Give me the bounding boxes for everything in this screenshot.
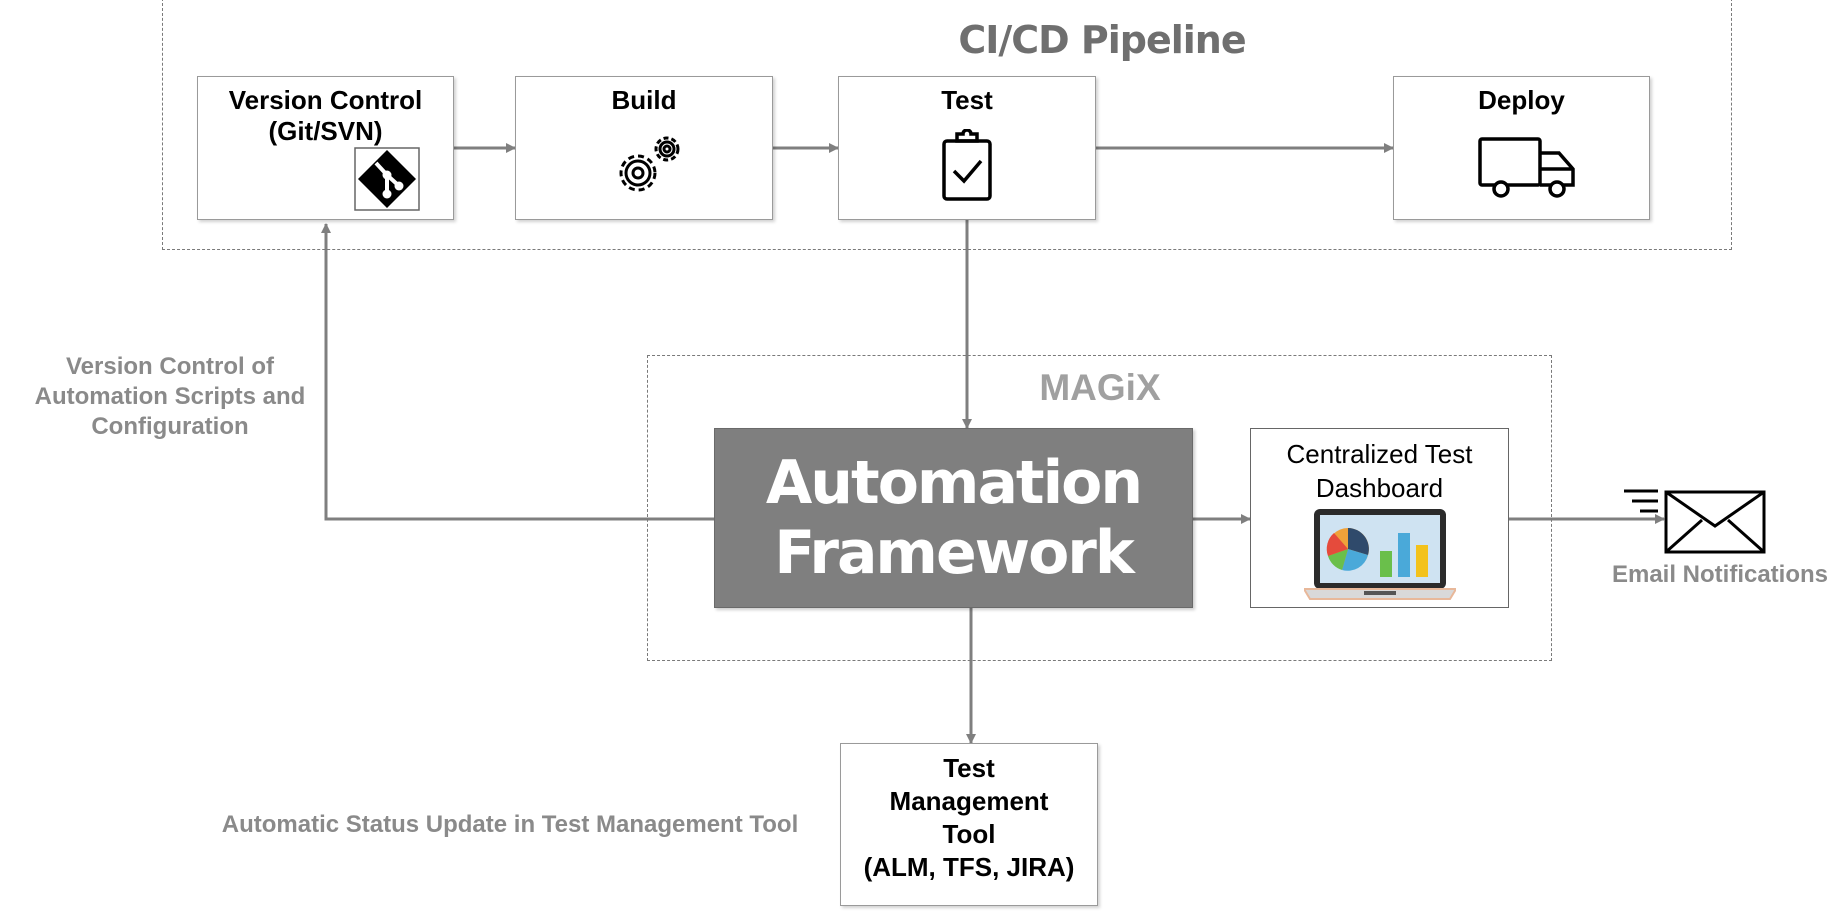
status-update-note: Automatic Status Update in Test Manageme… bbox=[221, 811, 799, 838]
laptop-chart-icon bbox=[1304, 509, 1456, 600]
clipboard-check-icon bbox=[942, 129, 992, 201]
arrow-framework-to-vc bbox=[321, 223, 714, 521]
cicd-pipeline-group bbox=[162, 0, 1732, 250]
version-control-note: Version Control of Automation Scripts an… bbox=[34, 353, 306, 440]
magix-title: MAGiX bbox=[1039, 367, 1161, 408]
dashboard-box: Centralized Test Dashboard bbox=[1250, 428, 1509, 608]
email-notifications-label: Email Notifications bbox=[1611, 561, 1829, 588]
test-label: Test bbox=[941, 85, 993, 115]
deploy-box: Deploy bbox=[1393, 76, 1650, 220]
cicd-pipeline-title: CI/CD Pipeline bbox=[958, 18, 1246, 62]
envelope-icon bbox=[1624, 489, 1766, 554]
test-management-tool-label: Test Management Tool (ALM, TFS, JIRA) bbox=[863, 753, 1075, 882]
version-control-label: Version Control (Git/SVN) bbox=[228, 85, 423, 146]
version-control-box: Version Control (Git/SVN) bbox=[197, 76, 454, 220]
test-box: Test bbox=[838, 76, 1096, 220]
test-management-tool-box: Test Management Tool (ALM, TFS, JIRA) bbox=[840, 743, 1098, 906]
deploy-label: Deploy bbox=[1478, 85, 1565, 115]
dashboard-label: Centralized Test Dashboard bbox=[1286, 439, 1473, 503]
git-icon bbox=[354, 147, 420, 211]
magix-group bbox=[647, 355, 1552, 661]
automation-framework-box: Automation Framework bbox=[714, 428, 1193, 608]
build-label: Build bbox=[611, 85, 677, 115]
delivery-truck-icon bbox=[1478, 137, 1575, 198]
build-box: Build bbox=[515, 76, 773, 220]
gears-icon bbox=[619, 136, 680, 192]
